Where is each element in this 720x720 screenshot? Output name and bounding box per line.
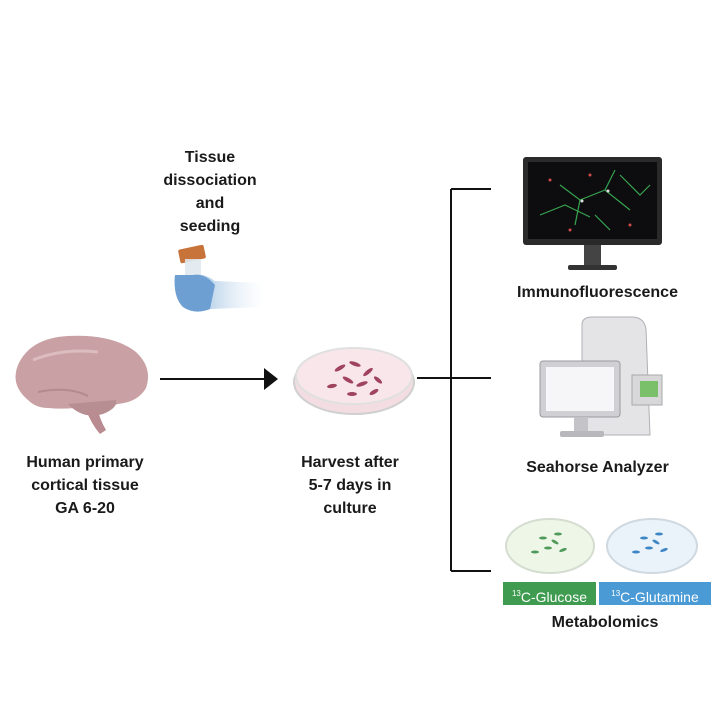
brain-icon (15, 335, 149, 434)
isotope-superscript: 13 (511, 589, 521, 598)
label-line: cortical tissue (31, 477, 139, 494)
tracer-label: C-Glutamine (620, 589, 699, 605)
arrow-icon (160, 368, 278, 390)
seahorse-analyzer-icon (539, 316, 663, 437)
label-line: seeding (179, 218, 241, 235)
seahorse-label: Seahorse Analyzer (526, 459, 669, 476)
metabolomics-label: Metabolomics (551, 614, 659, 631)
glutamine-tracer-badge: 13C-Glutamine (599, 582, 711, 605)
gloved-hand-icon (174, 245, 265, 312)
immunofluorescence-label: Immunofluorescence (517, 284, 678, 301)
branch-bracket (417, 188, 491, 572)
label-line: Tissue (184, 149, 236, 166)
label-line: and (195, 195, 225, 212)
label-line: GA 6-20 (55, 500, 115, 517)
glucose-dish-icon (505, 518, 595, 574)
microscopy-monitor-icon (523, 157, 662, 270)
dissociation-label: Tissue dissociation and seeding (130, 146, 290, 238)
source-label: Human primary cortical tissue GA 6-20 (0, 451, 170, 520)
label-line: Human primary (26, 454, 144, 471)
isotope-superscript: 13 (611, 589, 621, 598)
label-line: culture (323, 500, 377, 517)
tracer-label: C-Glucose (520, 589, 588, 605)
label-line: dissociation (163, 172, 257, 189)
label-line: Harvest after (301, 454, 399, 471)
glutamine-dish-icon (606, 518, 698, 574)
glucose-tracer-badge: 13C-Glucose (503, 582, 596, 605)
label-line: 5-7 days in (308, 477, 392, 494)
culture-label: Harvest after 5-7 days in culture (270, 451, 430, 520)
culture-dish-icon (293, 347, 415, 415)
